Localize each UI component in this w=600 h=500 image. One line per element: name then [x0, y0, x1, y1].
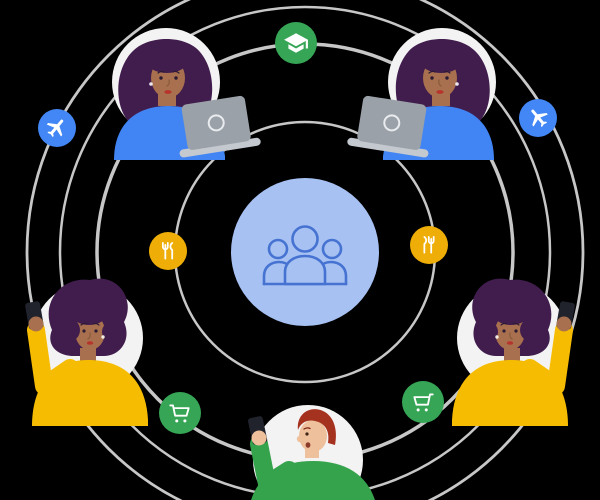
eye-left: [82, 329, 86, 333]
shopping-left-badge: [159, 392, 201, 434]
education-badge: [275, 22, 317, 64]
laptop-lid: [181, 95, 251, 150]
food-left-badge: [149, 232, 187, 270]
hair: [297, 409, 336, 445]
laptop-logo: [207, 114, 225, 132]
eye-left: [445, 76, 449, 80]
hand: [556, 316, 572, 332]
hair-fringe: [493, 301, 529, 325]
people-group-icon: [262, 225, 348, 286]
man-with-phone-bottom: [213, 398, 393, 500]
woman-with-laptop-left: [88, 10, 261, 160]
eyebrow-left: [80, 322, 88, 326]
eyebrow-right: [428, 70, 436, 74]
eyebrow-left: [443, 70, 451, 74]
neck: [80, 348, 96, 362]
lips: [506, 341, 514, 345]
earring: [455, 82, 459, 86]
eye-left: [514, 329, 518, 333]
eyebrow-right: [172, 70, 180, 74]
mouth: [305, 442, 311, 448]
laptop-base: [347, 137, 429, 158]
fork-knife-icon: [162, 242, 174, 260]
hair-fringe: [420, 47, 462, 73]
laptop-logo: [383, 114, 401, 132]
hair-lock-right: [476, 321, 498, 343]
travel-left-badge: [38, 109, 76, 147]
laptop: [347, 95, 429, 158]
eye-right: [430, 76, 434, 80]
nose: [166, 79, 170, 87]
travel-right-badge: [519, 99, 557, 137]
arm-sleeve: [27, 321, 79, 395]
cart-icon: [413, 393, 434, 412]
hair-lock-left: [520, 318, 544, 342]
airplane-icon: [46, 119, 64, 138]
earring: [101, 335, 105, 339]
eye-right: [174, 76, 178, 80]
eye-left: [159, 76, 163, 80]
eye-right: [94, 329, 98, 333]
orbit-ring-4: [25, 0, 585, 500]
earring: [149, 82, 153, 86]
laptop: [179, 95, 261, 158]
nose: [509, 332, 513, 340]
group-head-left: [267, 238, 289, 260]
hair-lock-left: [56, 318, 80, 342]
eyebrow-right: [500, 322, 508, 326]
community-hub-circle: [231, 178, 379, 326]
hair-fringe: [71, 301, 107, 325]
woman-with-phone-left: [0, 256, 166, 426]
fork-knife-icon: [423, 236, 435, 254]
laptop-base: [179, 137, 261, 158]
eye: [305, 432, 309, 436]
nose: [438, 79, 442, 87]
eyebrow-left: [512, 322, 520, 326]
food-right-badge: [410, 226, 448, 264]
shopping-right-badge: [402, 381, 444, 423]
arm-sleeve: [521, 321, 573, 395]
group-head-center: [291, 225, 319, 253]
hand: [28, 316, 44, 332]
eyebrow: [303, 427, 311, 430]
earring: [495, 335, 499, 339]
group-shoulder-center: [283, 254, 327, 286]
woman-with-phone-right: [434, 256, 600, 426]
hair-fringe: [146, 47, 188, 73]
graduation-cap-icon: [284, 33, 308, 53]
lips: [164, 90, 172, 94]
group-head-right: [321, 238, 343, 260]
eyebrow-left: [157, 70, 165, 74]
lips: [86, 341, 94, 345]
cart-icon: [169, 404, 190, 423]
lips: [436, 90, 444, 94]
arm-sleeve: [250, 435, 298, 493]
eyebrow-right: [92, 322, 100, 326]
nose: [87, 332, 91, 340]
hair-lock-right: [102, 321, 124, 343]
eye-right: [502, 329, 506, 333]
airplane-icon: [531, 109, 549, 128]
hand: [251, 430, 267, 446]
neck: [504, 348, 520, 362]
woman-with-laptop-right: [347, 10, 520, 160]
laptop-lid: [357, 95, 427, 150]
